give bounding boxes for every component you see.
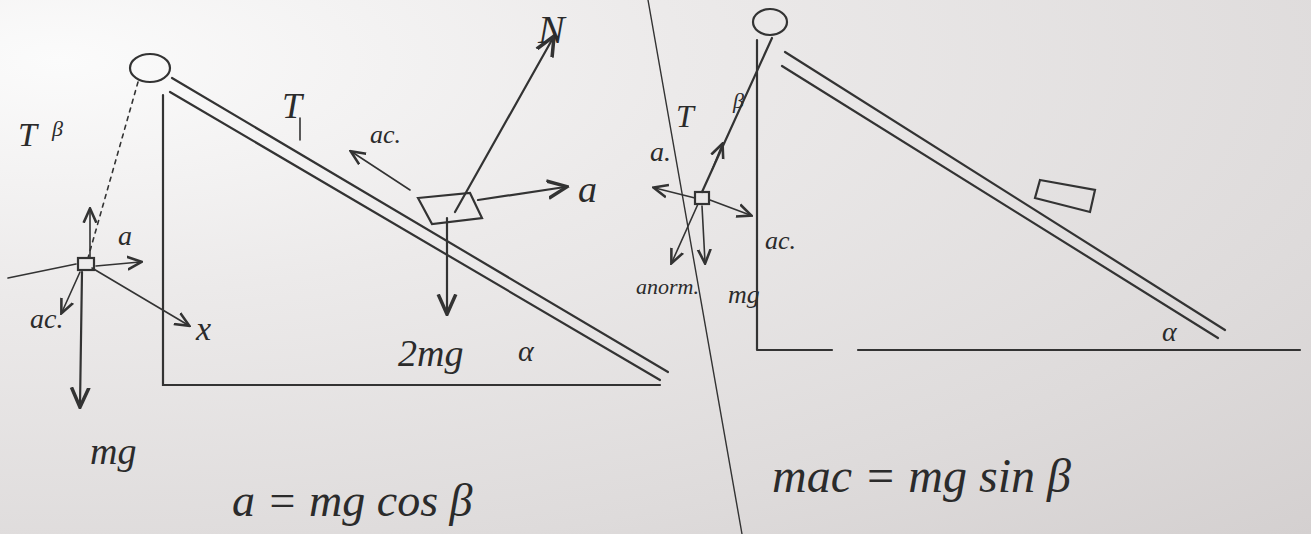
sketch-label: a. <box>650 138 671 166</box>
sketch-label: ac. <box>765 228 796 254</box>
sketch-label: mg <box>90 432 136 470</box>
sketch-label: ac. <box>370 122 401 148</box>
sketch-label: ac. <box>30 305 63 333</box>
divider <box>648 0 742 534</box>
force-arrow <box>80 272 82 405</box>
accel-arrow <box>62 272 80 312</box>
block <box>1035 180 1095 212</box>
sketch-label: 2mg <box>398 334 463 372</box>
bob <box>695 192 709 204</box>
incline <box>170 78 668 380</box>
sketch-label: a = mg cos β <box>232 478 473 524</box>
string <box>702 38 772 192</box>
pulley <box>130 54 170 82</box>
wedge-frame <box>163 95 660 385</box>
pulley <box>753 9 787 35</box>
sketch-label: T <box>676 100 694 132</box>
sketch-label: α <box>1162 318 1177 346</box>
force-arrow <box>446 218 448 312</box>
sketch-label: β <box>733 90 744 112</box>
accel-arrow <box>655 188 695 198</box>
sketch-label: mac = mg sin β <box>772 452 1071 500</box>
sketch-label: a <box>578 170 597 208</box>
accel-arrow <box>96 262 140 266</box>
tension-arrow <box>712 145 722 170</box>
string <box>88 82 138 258</box>
block <box>418 193 482 224</box>
sketch-label: N <box>538 10 565 50</box>
accel-arrow <box>8 264 76 278</box>
sketch-label: α <box>518 336 534 366</box>
sketch-label: x <box>196 312 211 346</box>
axis-arrow <box>92 268 188 325</box>
force-arrow <box>455 38 553 212</box>
sketch-label: a <box>118 222 132 250</box>
sketch-label: anorm. <box>636 276 699 298</box>
force-arrow <box>702 206 705 262</box>
tension-arrow <box>89 210 91 258</box>
accel-arrow <box>710 200 750 215</box>
sketch-label: mg <box>728 282 760 308</box>
accel-arrow <box>352 152 410 190</box>
wedge-frame <box>757 40 1300 350</box>
sketch-label: T <box>18 118 37 152</box>
accel-arrow <box>672 204 698 262</box>
incline <box>782 52 1225 338</box>
sketch-label: T <box>282 88 302 124</box>
sketch-label: β <box>52 118 63 140</box>
accel-arrow <box>478 187 565 200</box>
